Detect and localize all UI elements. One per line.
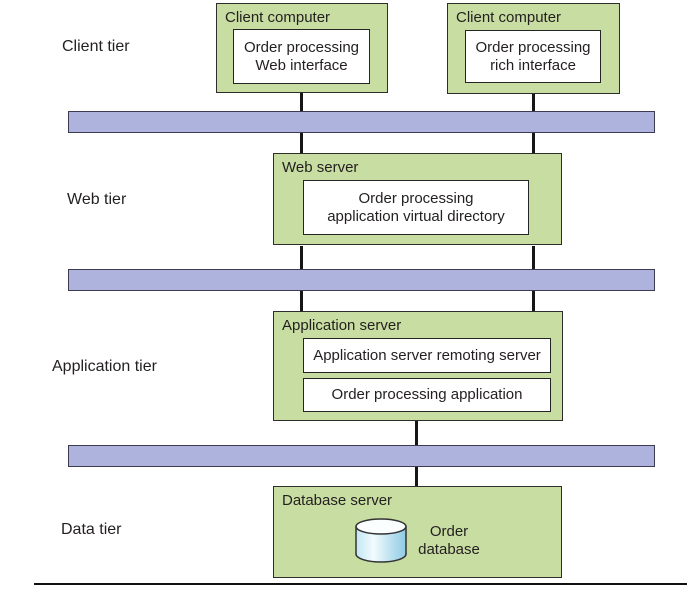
figure-bottom-rule (34, 583, 687, 585)
connector-line (415, 421, 418, 445)
connector-line (300, 291, 303, 311)
node-database-server: Database server Order database (273, 486, 562, 578)
connector-line (532, 133, 535, 153)
database-cylinder-icon (355, 518, 407, 563)
tier-label-application: Application tier (52, 358, 157, 375)
connector-line (300, 93, 303, 111)
node-client-computer-right: Client computer Order processing rich in… (447, 3, 620, 94)
network-bus-2 (68, 269, 655, 291)
component-remoting-server: Application server remoting server (303, 338, 551, 373)
node-title: Web server (282, 159, 359, 176)
tier-label-data: Data tier (61, 521, 122, 538)
node-application-server: Application server Application server re… (273, 311, 563, 421)
node-title: Application server (282, 317, 402, 334)
connector-line (532, 94, 535, 111)
node-title: Client computer (456, 9, 562, 26)
network-bus-3 (68, 445, 655, 467)
connector-line (300, 133, 303, 153)
connector-line (532, 291, 535, 311)
component-order-processing-application: Order processing application (303, 378, 551, 412)
tier-label-web: Web tier (67, 191, 127, 208)
connector-line (532, 246, 535, 269)
component-application-virtual-directory: Order processing application virtual dir… (303, 180, 529, 235)
network-bus-1 (68, 111, 655, 133)
node-web-server: Web server Order processing application … (273, 153, 562, 245)
connector-line (300, 246, 303, 269)
connector-line (415, 467, 418, 486)
node-title: Database server (282, 492, 393, 509)
component-order-processing-rich-interface: Order processing rich interface (465, 30, 601, 83)
node-client-computer-left: Client computer Order processing Web int… (216, 3, 388, 93)
database-label: Order database (418, 523, 480, 558)
component-order-processing-web-interface: Order processing Web interface (233, 29, 370, 84)
tier-label-client: Client tier (62, 38, 130, 55)
node-title: Client computer (225, 9, 331, 26)
